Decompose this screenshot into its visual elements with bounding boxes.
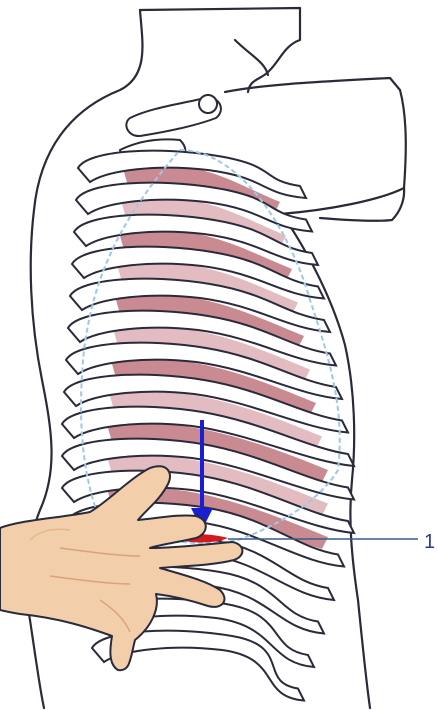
callout-label: 1 bbox=[424, 531, 435, 554]
